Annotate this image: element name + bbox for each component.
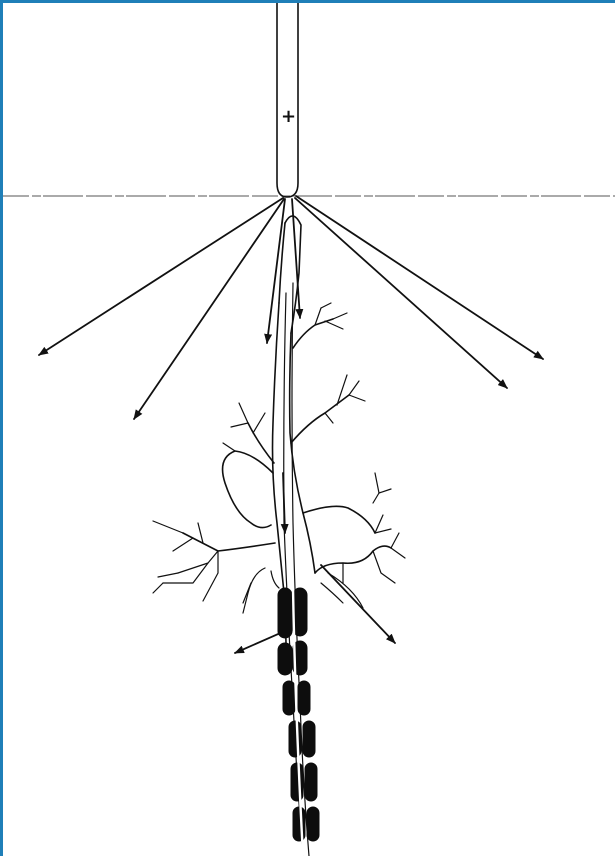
neuron-stimulation-diagram: +: [3, 3, 615, 856]
neuron: [153, 283, 405, 856]
electrode: [277, 3, 298, 197]
lower-current-arrows: [235, 473, 395, 653]
electrode-polarity-label: +: [281, 106, 296, 127]
current-flow-arrows: [39, 196, 543, 419]
